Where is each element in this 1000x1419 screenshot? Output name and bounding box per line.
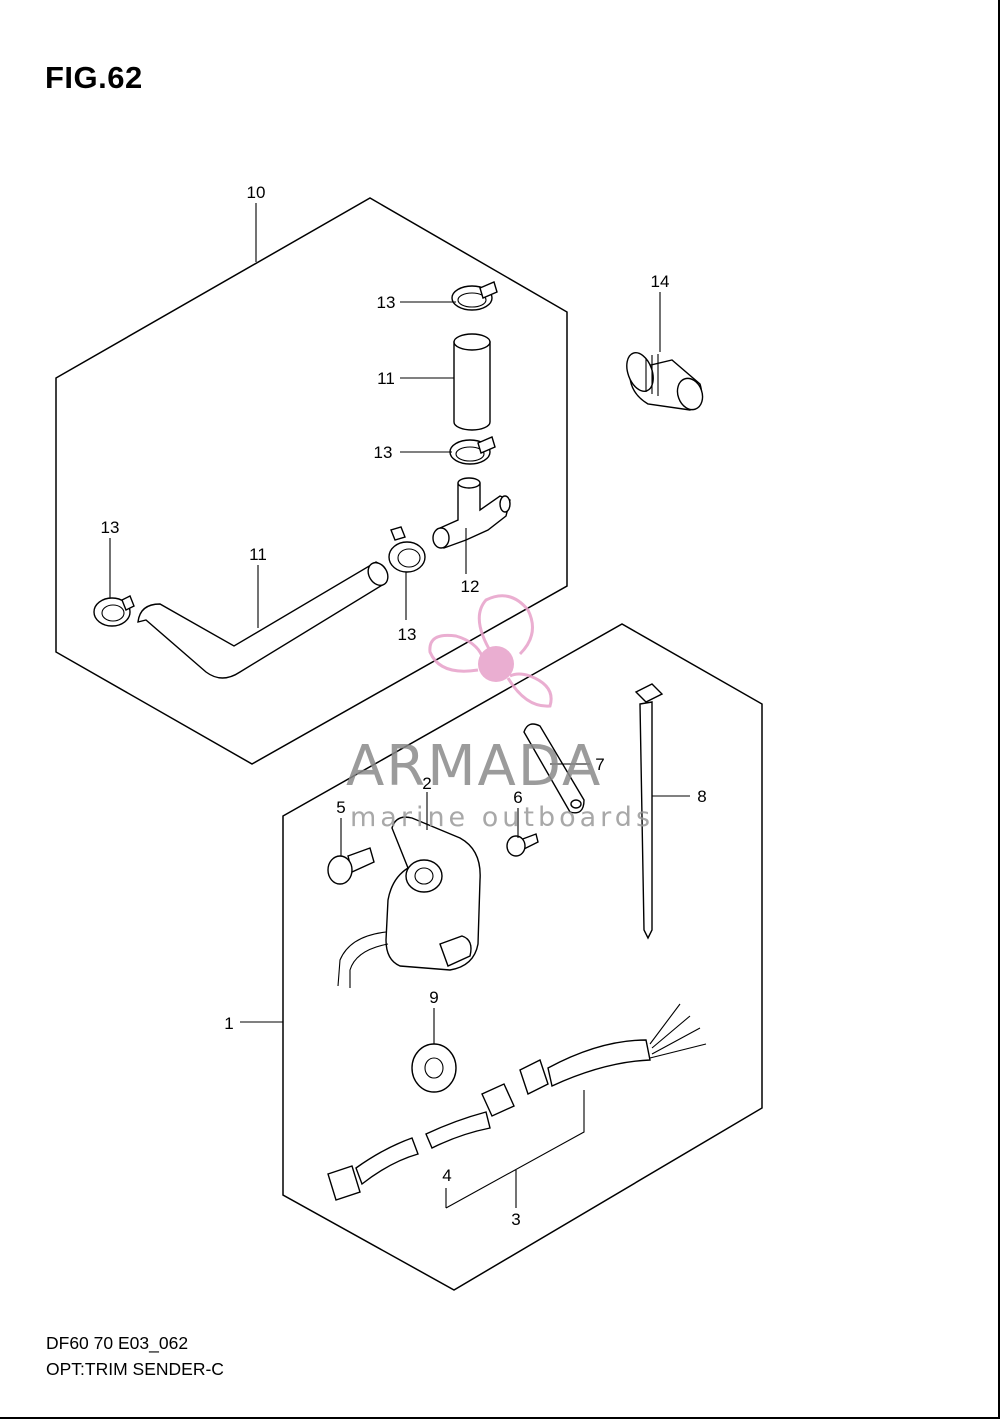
harness-3 (519, 1003, 707, 1095)
callout-10: 10 (247, 183, 266, 202)
t-joint-12 (432, 477, 511, 549)
plug-14 (626, 352, 704, 411)
group-outline-hose-kit (55, 197, 568, 765)
callout-11-long: 11 (249, 545, 267, 564)
callout-13-left: 13 (101, 518, 120, 537)
callout-13-top: 13 (377, 293, 396, 312)
callout-14: 14 (651, 272, 670, 291)
hose-11-long (137, 561, 389, 679)
extension-4 (327, 1083, 515, 1201)
bracket-3-4 (445, 1090, 585, 1209)
group-outline-trim-sender (282, 623, 763, 1291)
clamp-13-middle (449, 436, 496, 465)
watermark-brand: ARMADA (346, 734, 602, 799)
callout-5: 5 (336, 798, 345, 817)
callout-numbers: 10 13 11 13 12 13 11 13 14 8 7 2 5 6 9 1… (101, 183, 707, 1229)
figure-code: DF60 70 E03_062 (46, 1333, 189, 1353)
lever-7 (523, 723, 585, 814)
armada-watermark: ARMADA marine outboards (346, 594, 654, 833)
callout-2: 2 (422, 774, 431, 793)
callout-8: 8 (697, 787, 706, 806)
figure-title: FIG.62 (45, 60, 143, 95)
hose-11-short (453, 333, 491, 431)
callout-13-lower: 13 (398, 625, 417, 644)
grommet-9 (411, 1043, 457, 1093)
trim-sender-2 (337, 816, 481, 988)
callout-4: 4 (442, 1166, 451, 1185)
leader-lines (109, 203, 690, 1044)
callout-12: 12 (461, 577, 480, 596)
callout-6: 6 (513, 788, 522, 807)
clamp-13-top (451, 281, 498, 311)
bolt-5 (327, 847, 375, 885)
figure-subtitle: OPT:TRIM SENDER-C (46, 1359, 224, 1379)
callout-7: 7 (595, 755, 604, 774)
callout-1: 1 (224, 1014, 233, 1033)
callout-9: 9 (429, 988, 438, 1007)
callout-3: 3 (511, 1210, 520, 1229)
watermark-tagline: marine outboards (350, 802, 654, 833)
callout-11-short: 11 (377, 369, 395, 388)
screw-6 (506, 833, 539, 857)
clamp-13-lower-right (388, 526, 426, 573)
propeller-logo (428, 594, 553, 708)
clamp-13-left (93, 595, 135, 627)
cable-tie-8 (634, 683, 664, 940)
callout-13-middle: 13 (374, 443, 393, 462)
